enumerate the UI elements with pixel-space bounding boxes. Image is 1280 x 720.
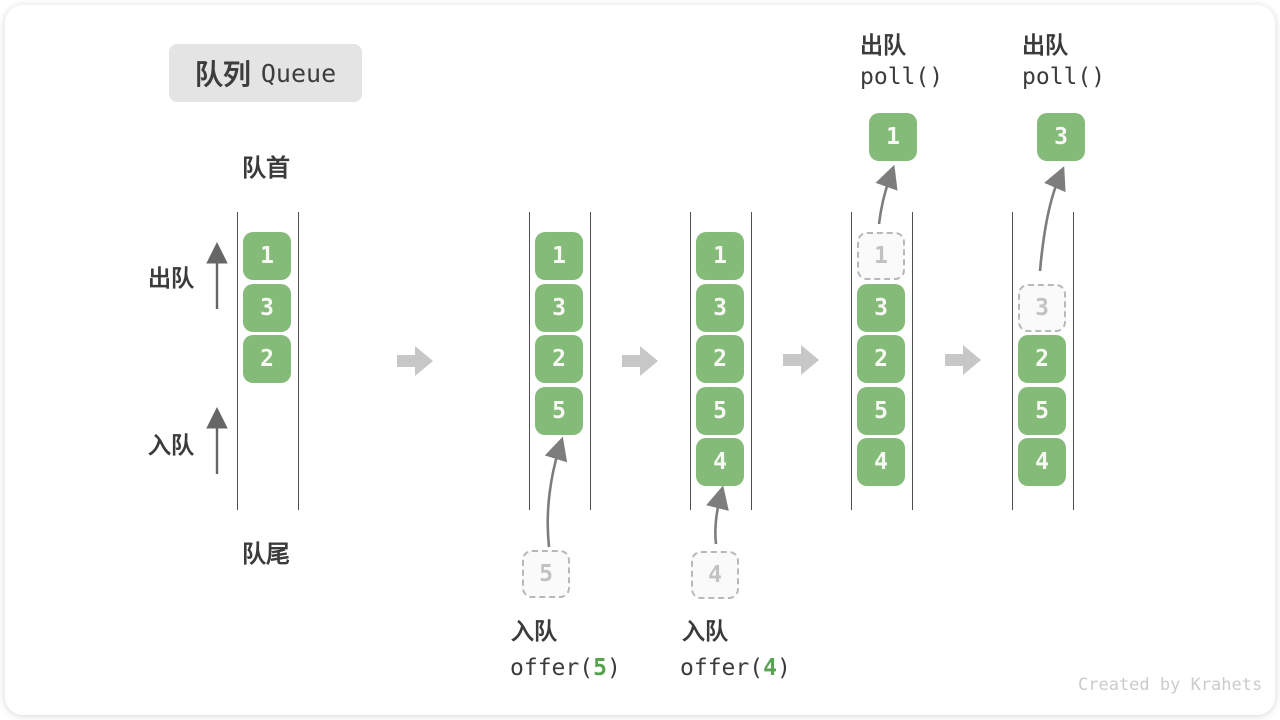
queue-rails-state-4: [851, 212, 913, 510]
fn-open: offer(: [680, 655, 764, 681]
queue-cell-removed: 3: [1018, 284, 1066, 332]
poll1-label-fn: poll(): [860, 64, 944, 90]
queue-cell: 5: [1018, 387, 1066, 435]
title-en: Queue: [260, 58, 337, 88]
polled-value-cell: 3: [1037, 113, 1085, 161]
transition-arrow-icon: [397, 346, 433, 376]
fn-close: ): [776, 655, 791, 681]
queue-cell: 2: [535, 335, 583, 383]
queue-cell: 1: [535, 232, 583, 280]
transition-arrow-icon: [783, 345, 819, 375]
fn-close: ): [606, 655, 621, 681]
enqueue4-label-fn: offer(4): [680, 655, 791, 683]
title-zh: 队列: [194, 59, 251, 90]
fn-open: offer(: [510, 655, 594, 681]
queue-rails-state-1: [237, 212, 299, 510]
transition-arrow-icon: [945, 345, 981, 375]
queue-cell: 5: [535, 387, 583, 435]
queue-cell: 3: [243, 284, 291, 332]
queue-rails-state-5: [1012, 212, 1074, 510]
enqueue5-label-fn: offer(5): [510, 655, 621, 683]
enqueue5-label-zh: 入队: [511, 618, 557, 644]
polled-value-cell: 1: [869, 113, 917, 161]
queue-rails-state-2: [529, 212, 591, 510]
poll2-label-zh: 出队: [1022, 32, 1068, 58]
enqueue4-label-zh: 入队: [682, 618, 728, 644]
enqueue-side-label: 入队: [148, 432, 194, 458]
fn-arg: 4: [763, 655, 777, 681]
queue-cell: 5: [696, 387, 744, 435]
transition-arrow-icon: [622, 346, 658, 376]
queue-cell: 2: [857, 335, 905, 383]
queue-cell: 5: [857, 387, 905, 435]
queue-cell: 4: [857, 438, 905, 486]
poll1-label-zh: 出队: [860, 32, 906, 58]
fn-arg: 5: [593, 655, 607, 681]
queue-cell: 1: [243, 232, 291, 280]
queue-cell: 2: [1018, 335, 1066, 383]
queue-rear-label: 队尾: [242, 541, 290, 568]
queue-rails-state-3: [690, 212, 752, 510]
queue-cell: 1: [696, 232, 744, 280]
watermark-credit: Created by Krahets: [1078, 675, 1263, 695]
pending-enqueue-cell: 4: [691, 551, 739, 599]
queue-cell: 4: [1018, 438, 1066, 486]
poll2-label-fn: poll(): [1022, 64, 1106, 90]
queue-cell: 2: [696, 335, 744, 383]
queue-cell-removed: 1: [857, 232, 905, 280]
queue-cell: 2: [243, 335, 291, 383]
queue-front-label: 队首: [242, 155, 290, 182]
queue-cell: 4: [696, 438, 744, 486]
pending-enqueue-cell: 5: [522, 550, 570, 598]
dequeue-side-label: 出队: [148, 265, 194, 291]
queue-cell: 3: [696, 284, 744, 332]
queue-cell: 3: [535, 284, 583, 332]
title-badge: 队列 Queue: [169, 44, 362, 102]
queue-cell: 3: [857, 284, 905, 332]
